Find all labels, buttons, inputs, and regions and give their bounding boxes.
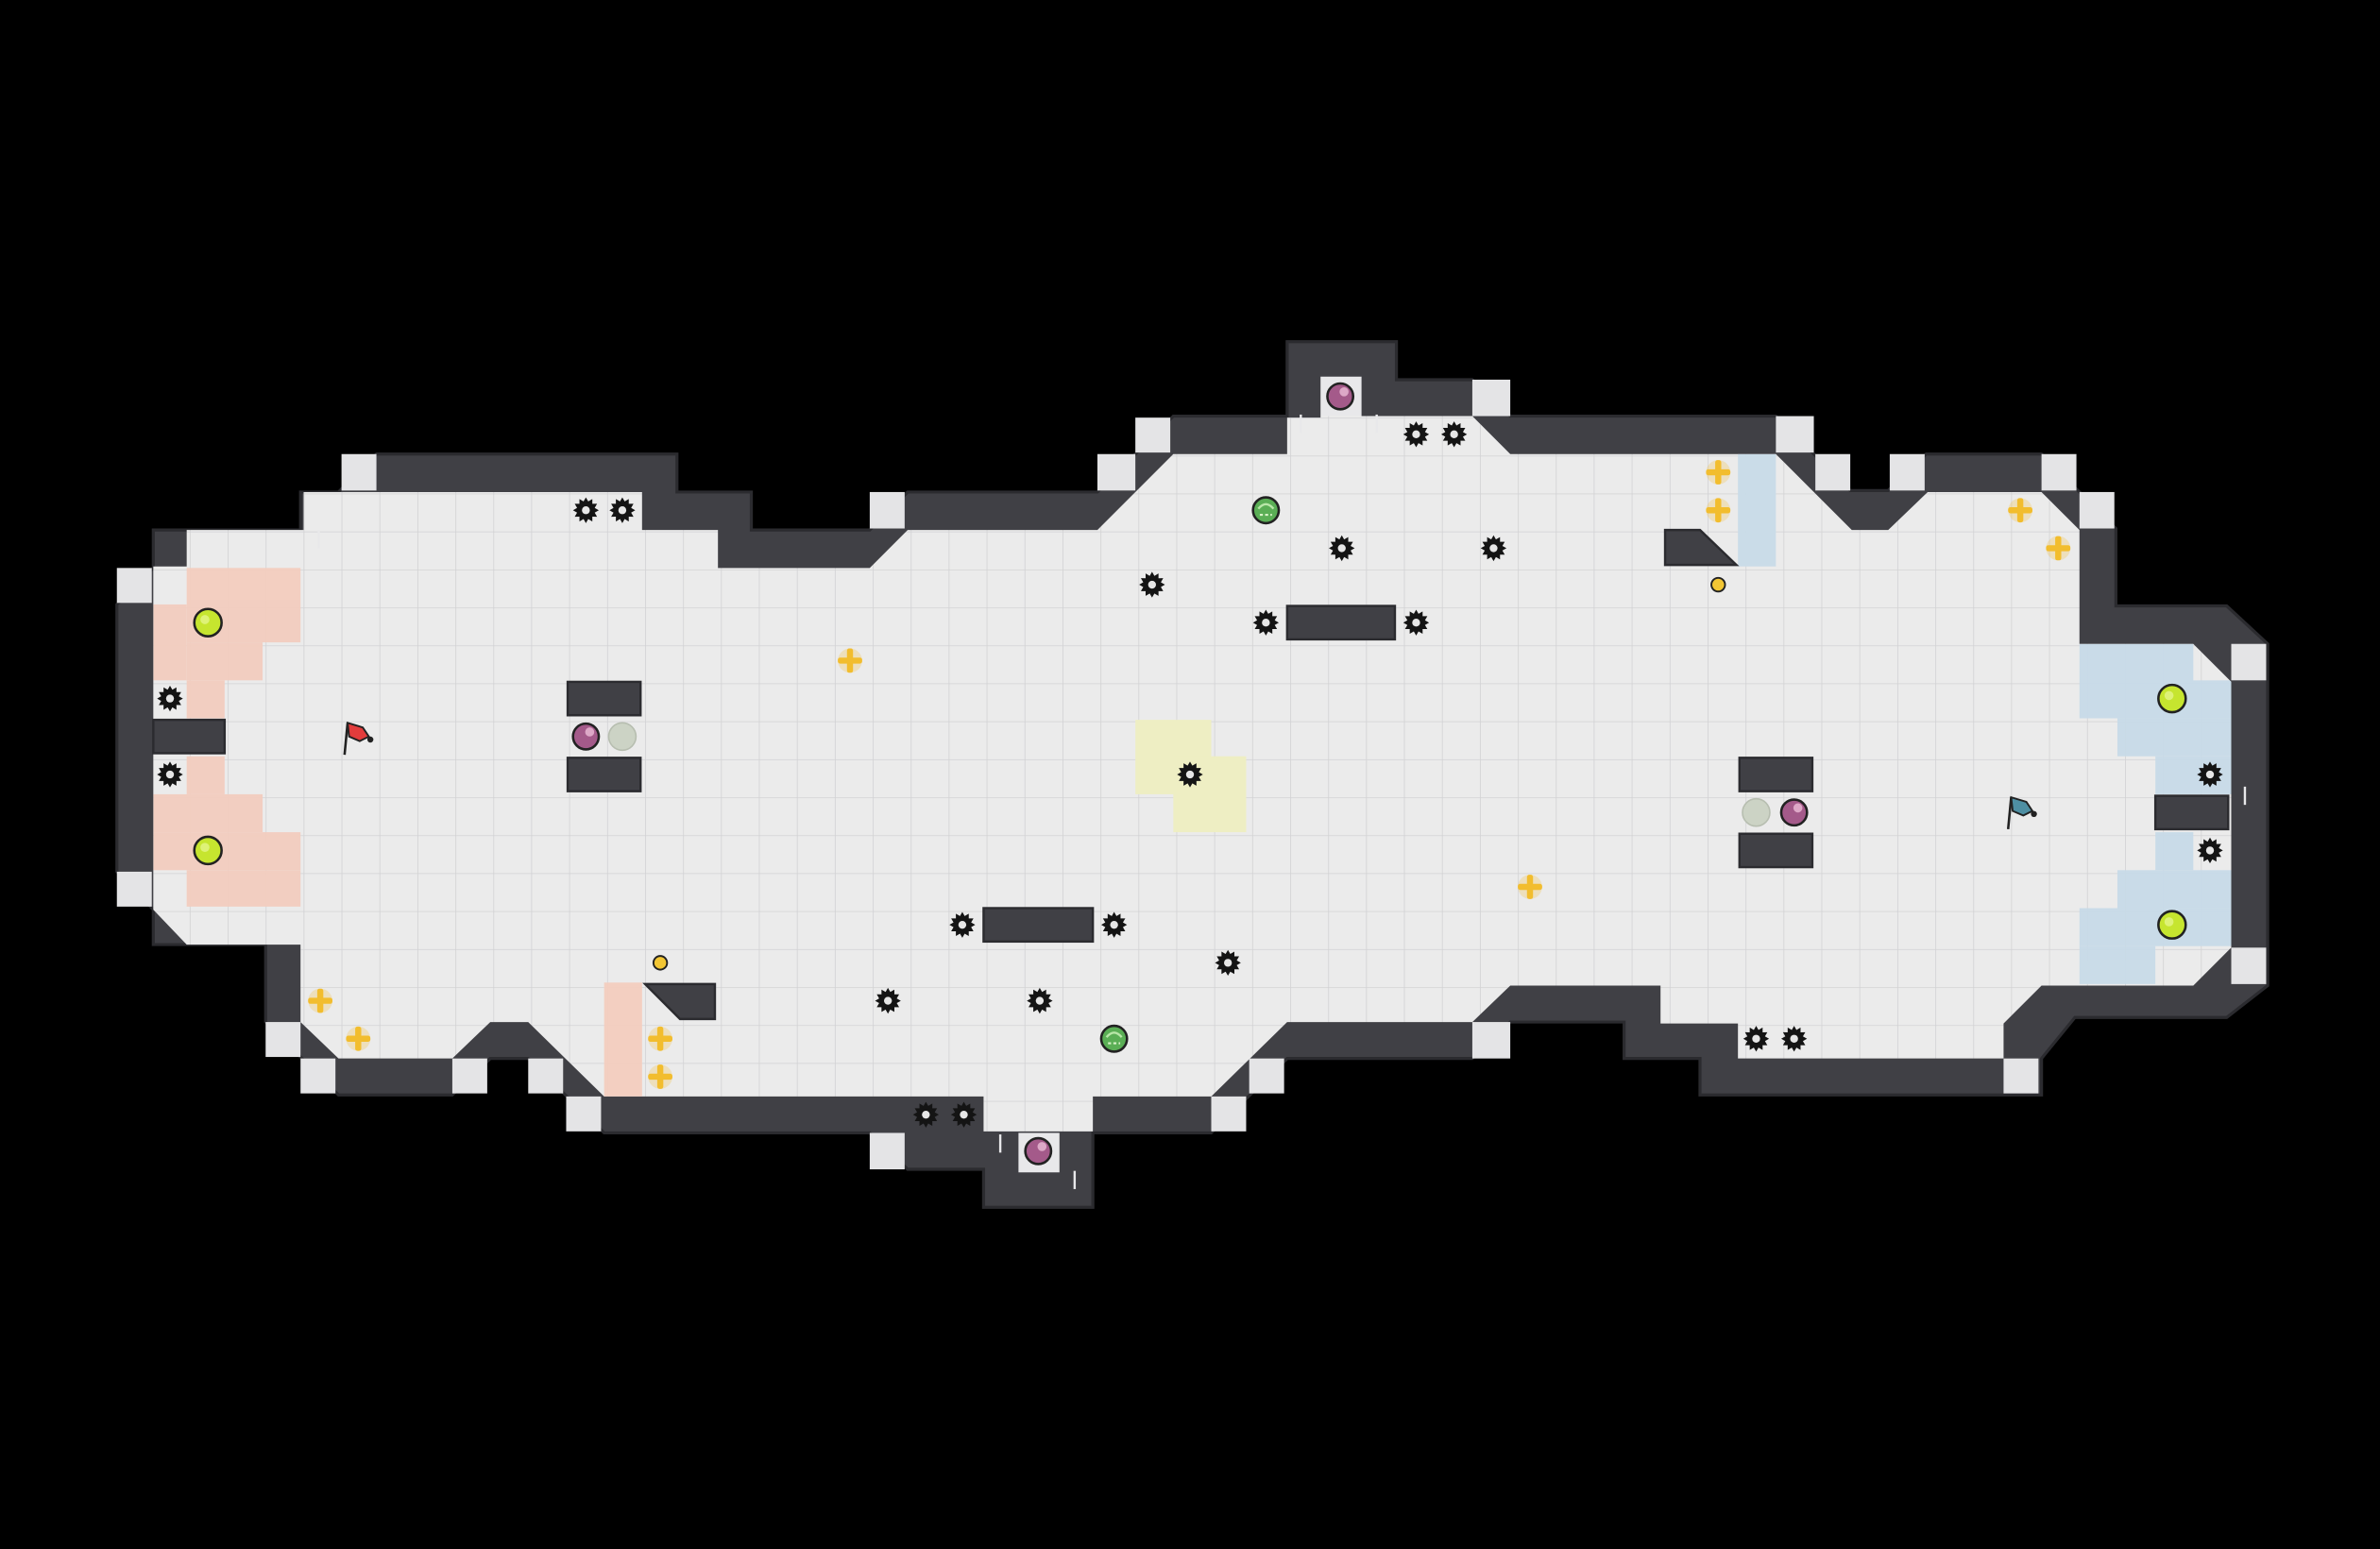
bomb-icon [1024,1136,1053,1166]
bomb-icon [571,722,601,751]
spike-icon [1742,1026,1770,1052]
portal-icon [1251,496,1281,525]
spike-icon [1215,949,1241,977]
spike-icon [157,761,183,788]
spike-icon [1402,609,1430,636]
spike-icon [1780,1026,1808,1052]
blue-flag-icon [2006,795,2037,830]
neutral-zone [1135,720,1247,833]
spike-icon [609,497,636,523]
spike-icon [2197,837,2223,864]
wall-edge-highlights [116,379,2267,1170]
boost-icon [2046,536,2071,561]
portal-icon [1099,1024,1129,1053]
spike-icon [1252,609,1280,636]
spike-icon [1480,535,1507,562]
spike-icon [1027,987,1053,1014]
powerup-icon [2157,910,2187,940]
spike-icon [949,911,976,938]
gate-disc-icon [1742,797,1771,827]
spike-icon [950,1101,978,1128]
boost-icon [1706,498,1731,523]
spike-icon [157,685,183,712]
spike-icon [1177,761,1203,788]
bomb-icon [1326,382,1355,411]
spike-icon [1440,421,1468,448]
small-powerup-icon [652,955,669,971]
spike-icon [1402,421,1430,448]
boost-icon [308,988,332,1013]
boost-icon [838,648,862,673]
spike-icon [912,1101,940,1128]
spike-icon [2197,761,2223,788]
boost-icon [346,1026,371,1051]
spike-icon [1329,535,1355,562]
inner-walls [152,528,2230,1021]
spike-icon [1100,911,1128,938]
boost-icon [1518,875,1542,899]
blue-team-zone [1738,453,2232,984]
spike-icon [1139,571,1165,598]
spike-icon [572,497,600,523]
boost-icon [648,1026,672,1051]
gate-disc-icon [607,722,638,752]
boost-icon [1706,460,1731,485]
small-powerup-icon [1710,576,1726,593]
boost-icon [648,1064,672,1089]
boost-icon [2008,498,2032,523]
powerup-icon [193,835,223,866]
powerup-icon [193,607,223,638]
powerup-icon [2157,683,2187,714]
bomb-icon [1779,798,1809,827]
red-team-zone [153,568,642,1097]
spike-icon [875,987,901,1014]
red-flag-icon [343,721,374,756]
